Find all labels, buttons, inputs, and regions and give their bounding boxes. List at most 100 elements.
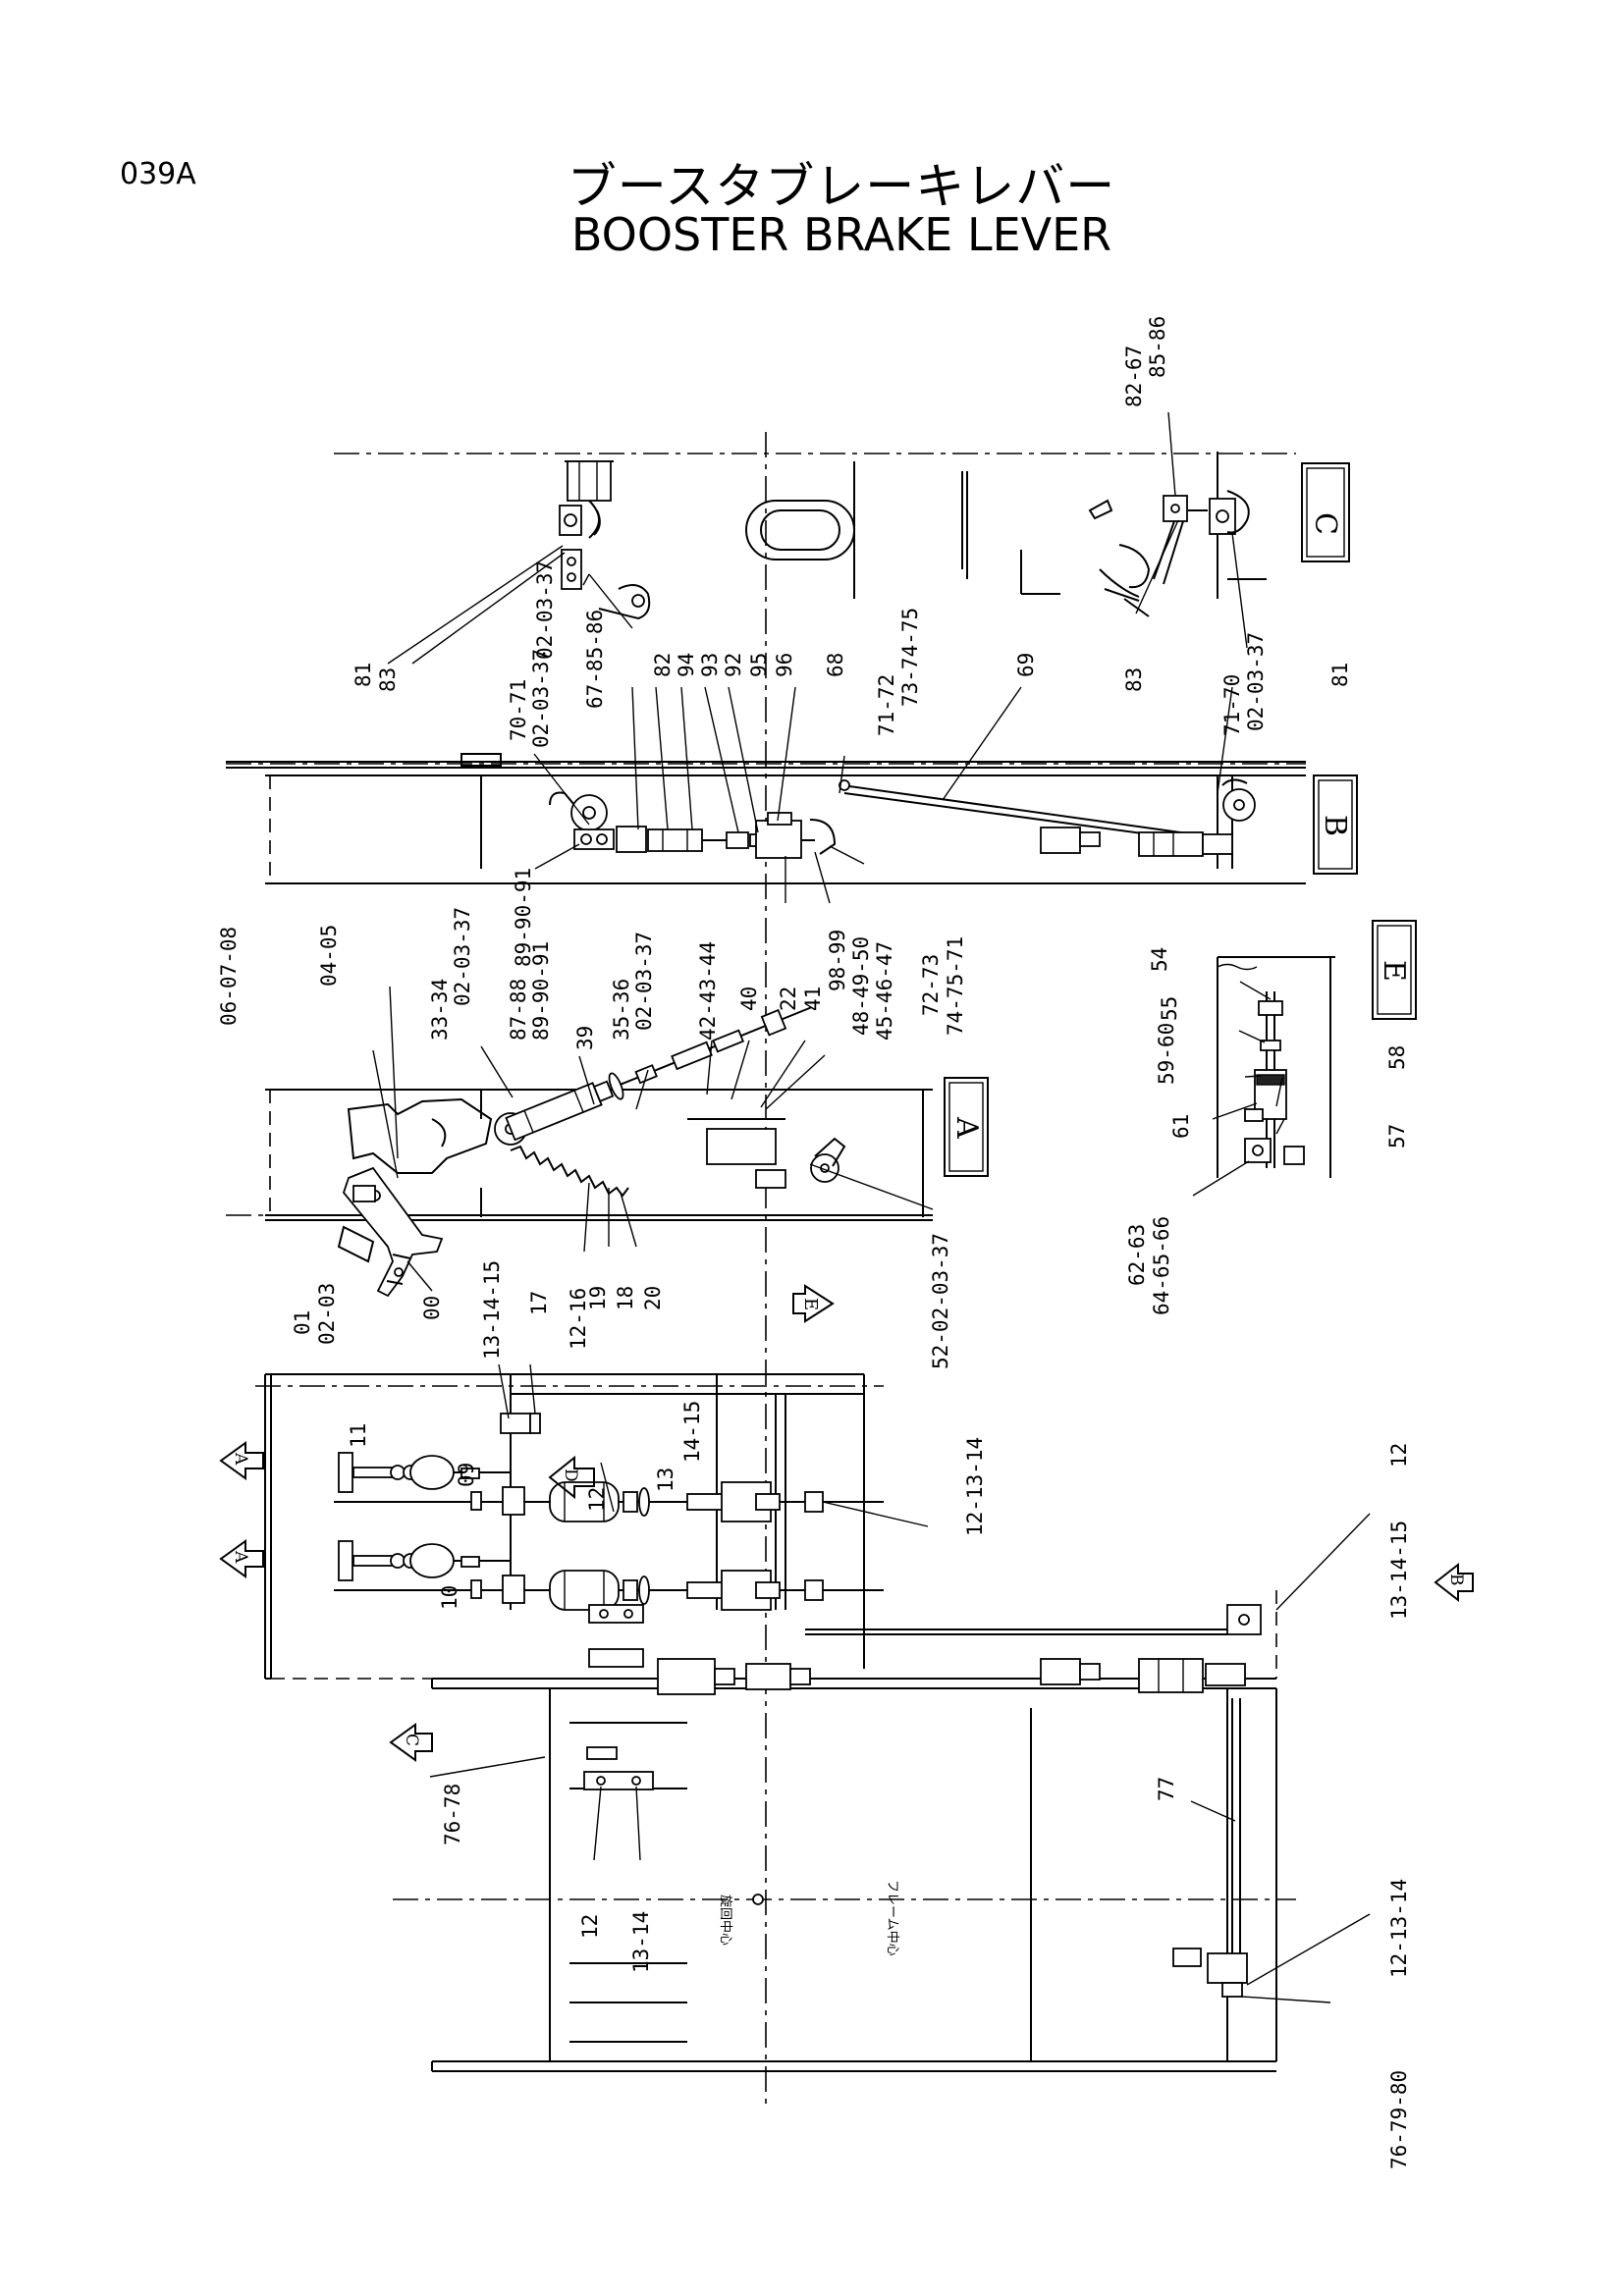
callout: 33-34 — [428, 979, 452, 1041]
page-title-japanese: ブースタブレーキレバー — [567, 158, 1116, 215]
callout: 76-78 — [441, 1784, 464, 1845]
callout: 85-86 — [1146, 316, 1169, 378]
callout: 22 — [777, 987, 800, 1011]
callout: 54 — [1148, 947, 1171, 972]
callout: 45-46-47 — [873, 941, 896, 1041]
callout: 00 — [420, 1296, 444, 1320]
callout: 12 — [1387, 1443, 1411, 1468]
lower-frame — [431, 1590, 1277, 2072]
callout: 81 — [352, 663, 375, 687]
callout: 74-75-71 — [944, 936, 967, 1036]
svg-text:B: B — [1446, 1574, 1466, 1586]
callout: 94 — [675, 653, 698, 677]
callout: 58 — [1385, 1045, 1409, 1070]
callout: 14-15 — [680, 1401, 704, 1463]
callout: 09 — [455, 1463, 478, 1487]
callout: 57 — [1385, 1124, 1409, 1148]
callout: 13 — [654, 1468, 677, 1492]
callout-labels: 81 83 02-03-37 67-85-86 82 94 93 92 95 9… — [217, 316, 1411, 2169]
callout: 35-36 — [610, 979, 633, 1041]
view-arrow-a-lower: A — [219, 1539, 264, 1578]
top-section-frame — [559, 452, 1267, 620]
callout: 04-05 — [317, 925, 341, 987]
callout: 72-73 — [919, 954, 943, 1016]
callout: 02-03-37 — [533, 561, 557, 660]
svg-text:C: C — [402, 1734, 421, 1746]
callout: 89-90-91 — [512, 868, 535, 967]
callout: 40 — [737, 987, 761, 1011]
callout: 77 — [1155, 1777, 1178, 1801]
callout: 13-14-15 — [480, 1260, 504, 1360]
callout: 13-14 — [629, 1911, 653, 1973]
pedal-upper — [338, 1452, 824, 1522]
view-label-b: B — [1313, 774, 1358, 875]
section-b-frame — [226, 753, 1306, 884]
callout: 81 — [1328, 663, 1352, 687]
svg-text:E: E — [1377, 960, 1411, 982]
view-label-a: A — [944, 1077, 989, 1177]
callout: 41 — [801, 987, 825, 1011]
callout: 73-74-75 — [898, 608, 922, 707]
svg-text:D: D — [561, 1468, 580, 1482]
callout: 71-70 — [1220, 674, 1244, 736]
section-a-frame — [265, 1006, 933, 1298]
callout: 83 — [1122, 667, 1146, 692]
callout: 20 — [641, 1286, 665, 1310]
view-arrow-a-upper: A — [219, 1441, 264, 1480]
callout: 02-03-37 — [451, 907, 474, 1006]
callout: 06-07-08 — [217, 927, 241, 1026]
view-label-e: E — [1372, 920, 1417, 1020]
callout: 71-72 — [875, 674, 898, 736]
svg-text:A: A — [231, 1452, 250, 1466]
callout: 82 — [651, 653, 675, 677]
view-label-c: C — [1301, 462, 1350, 562]
callout: 55 — [1158, 996, 1181, 1021]
swing-center-note: 旋回中心 — [718, 1895, 732, 1946]
callout: 13-14-15 — [1387, 1521, 1411, 1620]
view-arrow-c: C — [389, 1723, 433, 1762]
callout: 01 — [291, 1310, 314, 1335]
section-e-detail — [1217, 956, 1335, 1178]
callout: 02-03-37 — [632, 932, 656, 1031]
callout: 64-65-66 — [1150, 1216, 1173, 1315]
callout: 92 — [722, 653, 745, 677]
callout: 52-02-03-37 — [929, 1233, 952, 1369]
callout: 96 — [773, 653, 796, 677]
svg-text:A: A — [231, 1550, 250, 1564]
view-arrow-d: D — [548, 1455, 595, 1500]
callout: 02-03-37 — [529, 649, 553, 748]
callout: 62-63 — [1125, 1224, 1149, 1286]
callout: 42-43-44 — [696, 941, 720, 1041]
svg-text:E: E — [800, 1298, 821, 1310]
callout: 12 — [585, 1487, 609, 1512]
callout: 82-67 — [1122, 346, 1146, 407]
callout: 59-60 — [1155, 1023, 1178, 1085]
callout: 98-99 — [826, 930, 849, 991]
callout: 11 — [347, 1423, 370, 1448]
callout: 67-85-86 — [583, 610, 607, 709]
callout: 48-49-50 — [849, 936, 873, 1036]
callout: 93 — [698, 653, 722, 677]
callout: 02-03 — [315, 1283, 339, 1345]
pedal-top-view — [264, 1373, 884, 1680]
callout: 89-90-91 — [529, 941, 553, 1041]
callout: 12-13-14 — [963, 1437, 987, 1536]
svg-text:B: B — [1318, 815, 1352, 836]
pedal-lower — [338, 1540, 824, 1611]
callout: 02-03-37 — [1244, 632, 1268, 731]
callout: 83 — [376, 667, 400, 692]
view-arrow-e: E — [792, 1284, 835, 1323]
callout: 10 — [438, 1585, 461, 1610]
callout: 70-71 — [507, 679, 530, 741]
callout: 19 — [586, 1286, 610, 1310]
callout: 39 — [573, 1026, 597, 1050]
leader-lines — [372, 411, 1371, 2003]
page-code: 039A — [120, 157, 196, 191]
callout: 87-88 — [507, 979, 530, 1041]
callout: 61 — [1169, 1114, 1193, 1139]
callout: 76-79-80 — [1387, 2070, 1411, 2169]
callout: 69 — [1014, 653, 1038, 677]
callout: 12 — [578, 1914, 602, 1939]
callout: 12-13-14 — [1387, 1879, 1411, 1978]
